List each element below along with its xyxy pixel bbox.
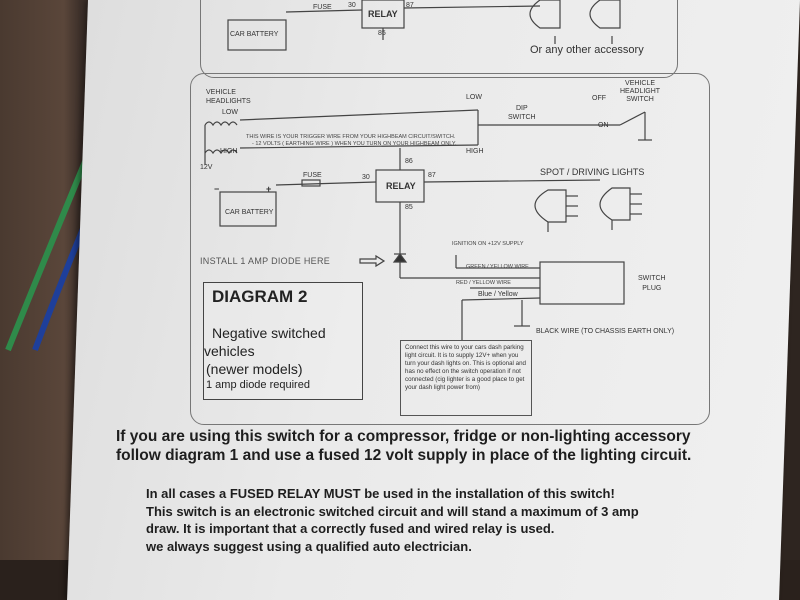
fuse-label: FUSE [303,172,322,179]
diagram1-panel [200,0,678,78]
terminal-86: 86 [405,158,413,165]
black-wire-label: BLACK WIRE (TO CHASSIS EARTH ONLY) [536,328,675,335]
top-fuse-label: FUSE [313,4,332,11]
top-terminal-87: 87 [406,2,414,9]
spot-lamp-2 [599,187,631,221]
box-line1: Negative switched [212,325,326,341]
spot-lamp-1 [534,189,567,223]
notice-line1: In all cases a FUSED RELAY MUST be used … [146,486,615,501]
battery-minus: − [214,184,220,194]
battery [219,191,277,227]
switch-plug-label: SWITCH PLUG [638,275,666,292]
diagram2-legend-box: DIAGRAM 2 Negative switched vehicles (ne… [203,282,363,400]
trigger-note-2: - 12 VOLTS ( EARTHING WIRE ) WHEN YOU TU… [252,141,457,147]
diode [392,253,408,263]
low-coil [204,121,238,127]
vehicle-headlights-label: VEHICLE HEADLIGHTS [206,89,251,105]
top-lamp-1 [529,0,561,29]
blue-yellow-label: Blue / Yellow [478,291,518,298]
high-left-label: HIGH [220,148,238,155]
caption: If you are using this switch for a compr… [116,427,691,465]
low-left-label: LOW [222,109,238,116]
top-terminal-30: 30 [348,2,356,9]
red-yellow-label: RED / YELLOW WIRE [456,280,511,286]
install-diode-label: INSTALL 1 AMP DIODE HERE [200,256,331,266]
car-battery-label: CAR BATTERY [225,209,274,216]
vehicle-headlight-switch-label: VEHICLE HEADLIGHT SWITCH [620,80,661,103]
dip-switch-label: DIP SWITCH [508,105,536,121]
diagram2-panel [190,73,710,425]
box-line4: 1 amp diode required [206,379,310,391]
top-lamp-2 [589,0,621,29]
notice: In all cases a FUSED RELAY MUST be used … [146,485,639,555]
high-switch-label: HIGH [466,148,484,155]
top-battery [227,19,287,51]
caption-line1: If you are using this switch for a compr… [116,428,691,445]
install-arrow [359,254,386,268]
box-line2: vehicles [204,343,255,359]
relay-label: RELAY [386,181,416,191]
terminal-30: 30 [362,174,370,181]
dash-note-box: Connect this wire to your cars dash park… [400,340,532,416]
top-terminal-85: 85 [378,30,386,37]
green-yellow-label: GREEN / YELLOW WIRE [466,264,529,270]
box-line3: (newer models) [206,361,303,377]
notice-line2: This switch is an electronic switched ci… [146,503,639,519]
terminal-87: 87 [428,172,436,179]
on-label: ON [598,122,609,129]
switch-plug-body [539,261,625,305]
top-battery-label: CAR BATTERY [230,31,279,38]
high-coil [204,149,238,155]
notice-line3: draw. It is important that a correctly f… [146,521,555,536]
diagram2-title: DIAGRAM 2 [212,287,308,306]
caption-line2: follow diagram 1 and use a fused 12 volt… [116,447,692,464]
battery-plus: + [266,184,272,194]
terminal-85: 85 [405,204,413,211]
v12-label: 12V [200,164,213,171]
other-accessory-label: Or any other accessory [530,44,644,56]
off-label: OFF [592,95,606,102]
top-relay-label: RELAY [368,9,398,19]
spot-driving-label: SPOT / DRIVING LIGHTS [540,167,645,177]
notice-line4: we always suggest using a qualified auto… [146,538,472,554]
ignition-label: IGNITION ON +12V SUPPLY [452,241,524,247]
low-switch-label: LOW [466,94,482,101]
trigger-note-1: THIS WIRE IS YOUR TRIGGER WIRE FROM YOUR… [246,134,456,140]
